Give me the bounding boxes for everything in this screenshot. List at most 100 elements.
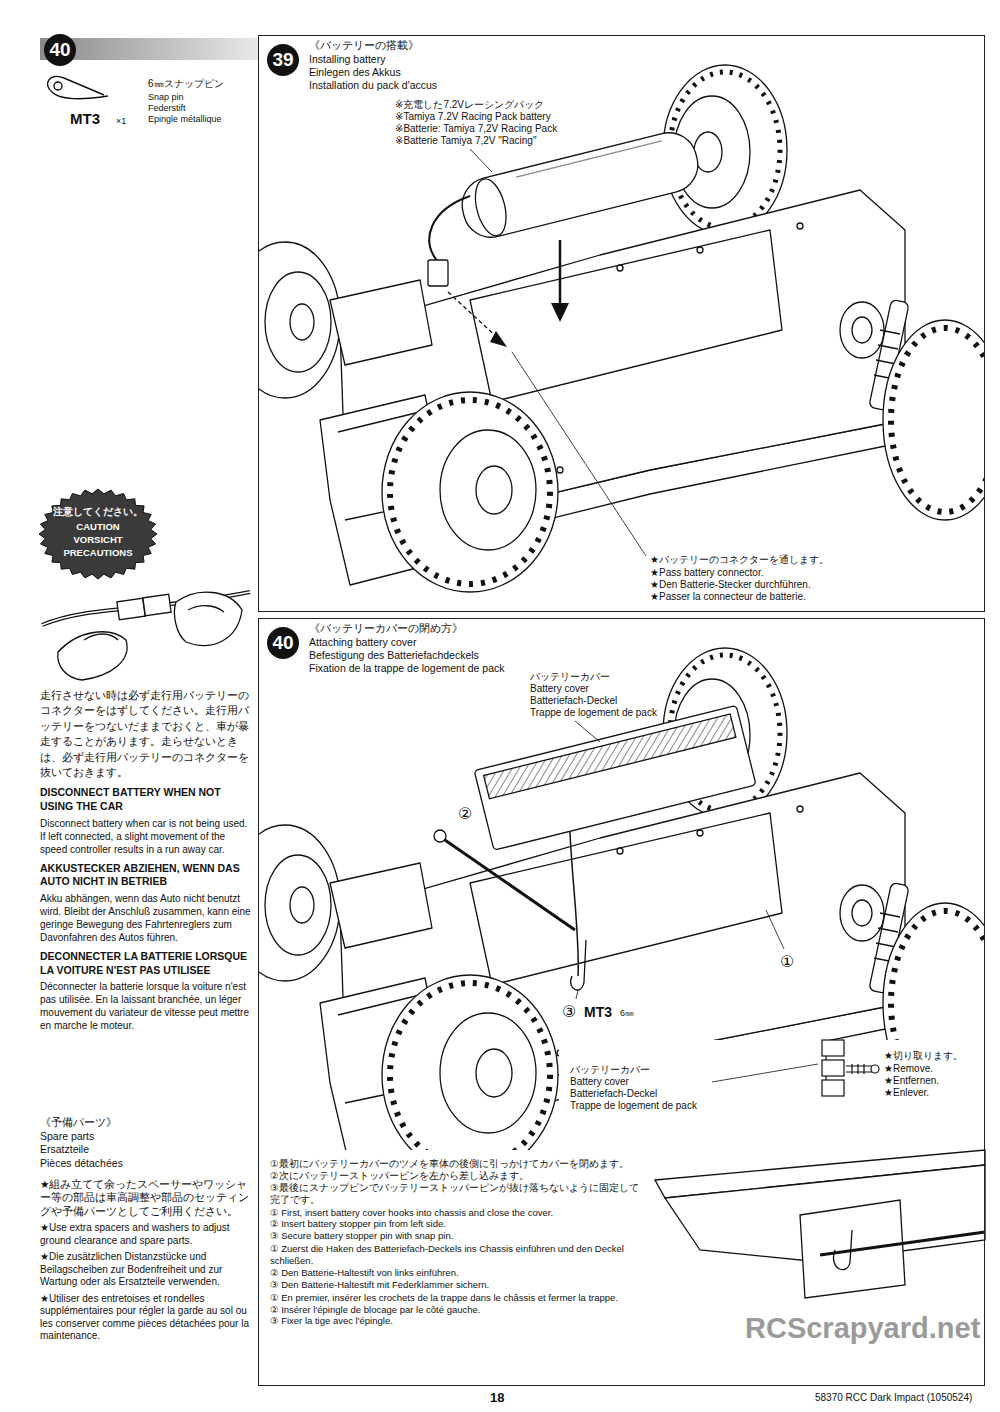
battery-install-view <box>512 352 646 556</box>
step-title: Installation du pack d'accus <box>309 79 437 92</box>
battery-install-view <box>259 65 984 592</box>
instruction-note: ★切り取ります。 <box>884 1049 963 1062</box>
part-name: Epingle métallique <box>148 114 222 125</box>
part-name: Snap pin <box>148 92 184 103</box>
step-number: 40 <box>44 34 76 66</box>
step-instruction: ① First, insert battery cover hooks into… <box>270 1207 648 1219</box>
caution-text: 注意してください。 <box>38 506 158 517</box>
cover-part-sketch <box>871 1065 879 1073</box>
connector-hands-illustration <box>174 592 242 645</box>
cover-part-sketch <box>822 1040 844 1056</box>
step-instruction: ③ Den Batterie-Haltestift mit Federklamm… <box>270 1279 648 1291</box>
battery-install-view <box>551 303 569 322</box>
step-title: Installing battery <box>309 53 385 66</box>
instruction-note: ★Passer la connecteur de batterie. <box>650 590 806 603</box>
quantity: ×1 <box>116 116 126 127</box>
connector-hands-illustration <box>58 632 127 680</box>
step-title: 《バッテリーカバーの閉め方》 <box>309 622 463 635</box>
spare-parts-note: ★Die zusätzlichen Distanzstücke und Beil… <box>40 1251 252 1289</box>
battery-install-view <box>428 260 448 286</box>
caution-paragraph: Disconnect battery when car is not being… <box>40 817 252 856</box>
cover-part-sketch <box>822 1080 844 1096</box>
battery-cover-view <box>575 721 600 742</box>
spare-parts-note: ★Use extra spacers and washers to adjust… <box>40 1222 252 1247</box>
battery-cover-view <box>230 648 1000 1175</box>
battery-cover-view <box>474 705 756 850</box>
spare-parts-note: ★組み立てて余ったスペーサーやワッシャー等の部品は車高調整や部品のセッティングや… <box>40 1178 252 1219</box>
battery-install-view <box>448 292 500 340</box>
step-title: Fixation de la trappe de logement de pac… <box>309 662 505 675</box>
step-number: 39 <box>267 44 299 76</box>
section-heading: Ersatzteile <box>40 1143 89 1157</box>
cover-part-sketch <box>825 1076 826 1080</box>
battery-install-view <box>559 240 562 308</box>
battery-install-view <box>259 65 984 592</box>
part-name: Federstift <box>148 103 186 114</box>
step-instruction: ② Insert battery stopper pin from left s… <box>270 1218 648 1230</box>
detail-view <box>834 1230 852 1270</box>
instruction-note: ★Enlever. <box>884 1086 929 1099</box>
step-number: 40 <box>267 627 299 659</box>
step-instruction: ② Den Batterie-Haltestift von links einf… <box>270 1267 648 1279</box>
step-panel: 39 《バッテリーの搭載》Installing batteryEinlegen d… <box>258 35 985 612</box>
battery-cover-view <box>484 714 736 799</box>
battery-cover-view <box>570 832 578 976</box>
caution-heading: DISCONNECT BATTERY WHEN NOT USING THE CA… <box>40 786 252 813</box>
part-label: Trappe de logement de pack <box>530 706 657 719</box>
connector-hands-illustration <box>84 634 118 640</box>
step-title: Einlegen des Akkus <box>309 66 401 79</box>
step-instruction: ① Zuerst die Haken des Batteriefach-Deck… <box>270 1243 648 1267</box>
watermark: RCScrapyard.net <box>745 1310 980 1348</box>
step-title: Befestigung des Batteriefachdeckels <box>309 649 479 662</box>
battery-install-view <box>470 176 511 239</box>
cover-part-sketch <box>825 1056 826 1060</box>
connector-hands-illustration <box>42 592 250 680</box>
caution-heading: AKKUSTECKER ABZIEHEN, WENN DAS AUTO NICH… <box>40 862 252 889</box>
battery-install-view <box>490 331 507 347</box>
callout-number: ③ <box>562 1002 576 1023</box>
footer-code: 58370 RCC Dark Impact (1050524) <box>815 1391 972 1404</box>
connector-hands-illustration <box>188 606 224 612</box>
step-instruction: ③最後にスナップピンでバッテリーストッパーピンが抜け落ちないように固定して完了で… <box>270 1182 648 1206</box>
battery-install-view <box>470 149 492 172</box>
connector-hands-illustration <box>143 594 171 615</box>
step-instruction: ①最初にバッテリーカバーのツメを車体の後側に引っかけてカバーを閉めます。 <box>270 1158 648 1170</box>
step-instruction: ②次にバッテリーストッパーピンを左から差し込みます。 <box>270 1170 648 1182</box>
snap-pin-icon <box>48 76 108 98</box>
cover-part-sketch <box>712 1040 879 1096</box>
cover-part-sketch <box>712 1064 818 1082</box>
part-name: 6㎜スナップピン <box>148 78 224 90</box>
battery-cover-view <box>442 838 575 930</box>
battery-cover-view <box>434 830 446 842</box>
battery-cover-view <box>576 990 578 999</box>
section-heading: 《予備パーツ》 <box>40 1116 117 1130</box>
step-instruction: ③ Fixer la tige avec l'épingle. <box>270 1315 648 1327</box>
caution-paragraph: Déconnecter la batterie lorsque la voitu… <box>40 980 252 1032</box>
parts-box: 40 6㎜スナップピン Snap pinFederstiftEpingle méta… <box>40 32 258 140</box>
caution-paragraph: Akku abhängen, wenn das Auto nicht benut… <box>40 892 252 944</box>
battery-note: ※Batterie Tamiya 7,2V "Racing" <box>395 134 536 147</box>
snap-pin-icon <box>48 76 104 95</box>
part-size: 6㎜ <box>620 1008 634 1020</box>
caution-paragraph: 走行させない時は必ず走行用バッテリーのコネクターをはずしてください。走行用バッテ… <box>40 688 252 780</box>
page-number: 18 <box>490 1390 504 1407</box>
instruction-note: ★バッテリーのコネクターを通します。 <box>650 553 829 566</box>
cover-part-sketch <box>822 1060 844 1076</box>
battery-cover-view <box>474 705 756 850</box>
callout-number: ② <box>458 804 472 825</box>
step-instruction: ② Insérer l'épingle de blocage par le cô… <box>270 1304 648 1316</box>
detail-view <box>655 1150 985 1298</box>
section-heading: Pièces détachées <box>40 1157 123 1171</box>
battery-install-view <box>429 196 470 262</box>
snap-pin-icon <box>54 82 62 90</box>
section-heading: Spare parts <box>40 1130 94 1144</box>
part-code: MT3 <box>70 110 100 128</box>
step-title: 《バッテリーの搭載》 <box>309 39 419 52</box>
connector-hands-illustration <box>117 598 145 619</box>
caution-text: VORSICHT <box>38 534 158 545</box>
detail-view <box>820 1232 985 1255</box>
step-instruction: ③ Secure battery stopper pin with snap p… <box>270 1230 648 1242</box>
spare-parts-note: ★Utiliser des entretoises et rondelles s… <box>40 1293 252 1343</box>
step-title: Attaching battery cover <box>309 636 416 649</box>
